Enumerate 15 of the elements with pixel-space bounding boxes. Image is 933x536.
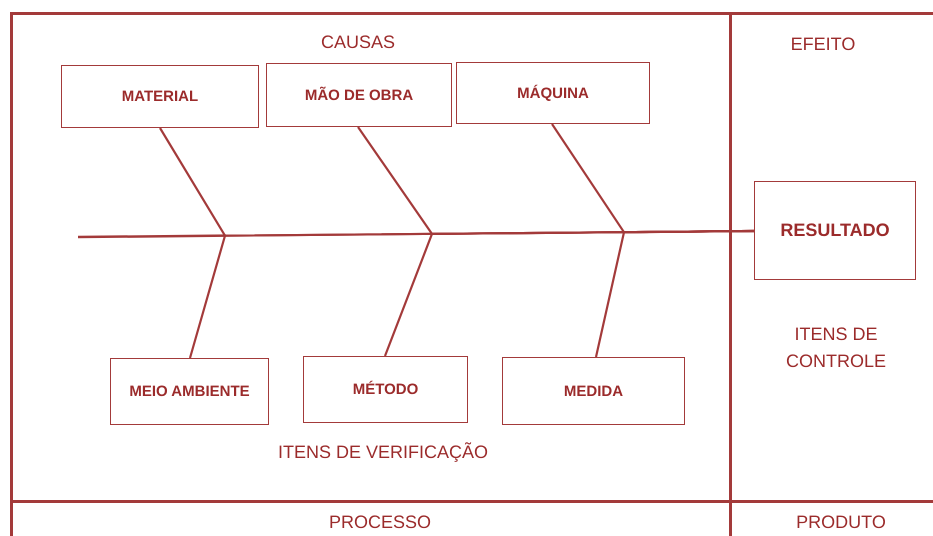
cause-box: MÁQUINA [456, 62, 650, 124]
section-footer: ITENS DE CONTROLE [776, 321, 896, 375]
panel-frame [10, 12, 732, 503]
fishbone-line [594, 230, 754, 358]
section-footer: ITENS DE VERIFICAÇÃO [278, 439, 488, 466]
footer-label: PRODUTO [796, 511, 886, 534]
cause-box: MÉTODO [303, 356, 468, 423]
footer-label: PROCESSO [328, 511, 432, 534]
cause-box: MEIO AMBIENTE [110, 358, 269, 425]
cause-box: MATERIAL [61, 65, 259, 128]
section-heading: CAUSAS [320, 31, 396, 54]
cause-box: MÃO DE OBRA [266, 63, 452, 127]
effect-box: RESULTADO [754, 181, 916, 280]
section-heading: EFEITO [790, 33, 856, 56]
cause-box: MEDIDA [502, 357, 685, 425]
